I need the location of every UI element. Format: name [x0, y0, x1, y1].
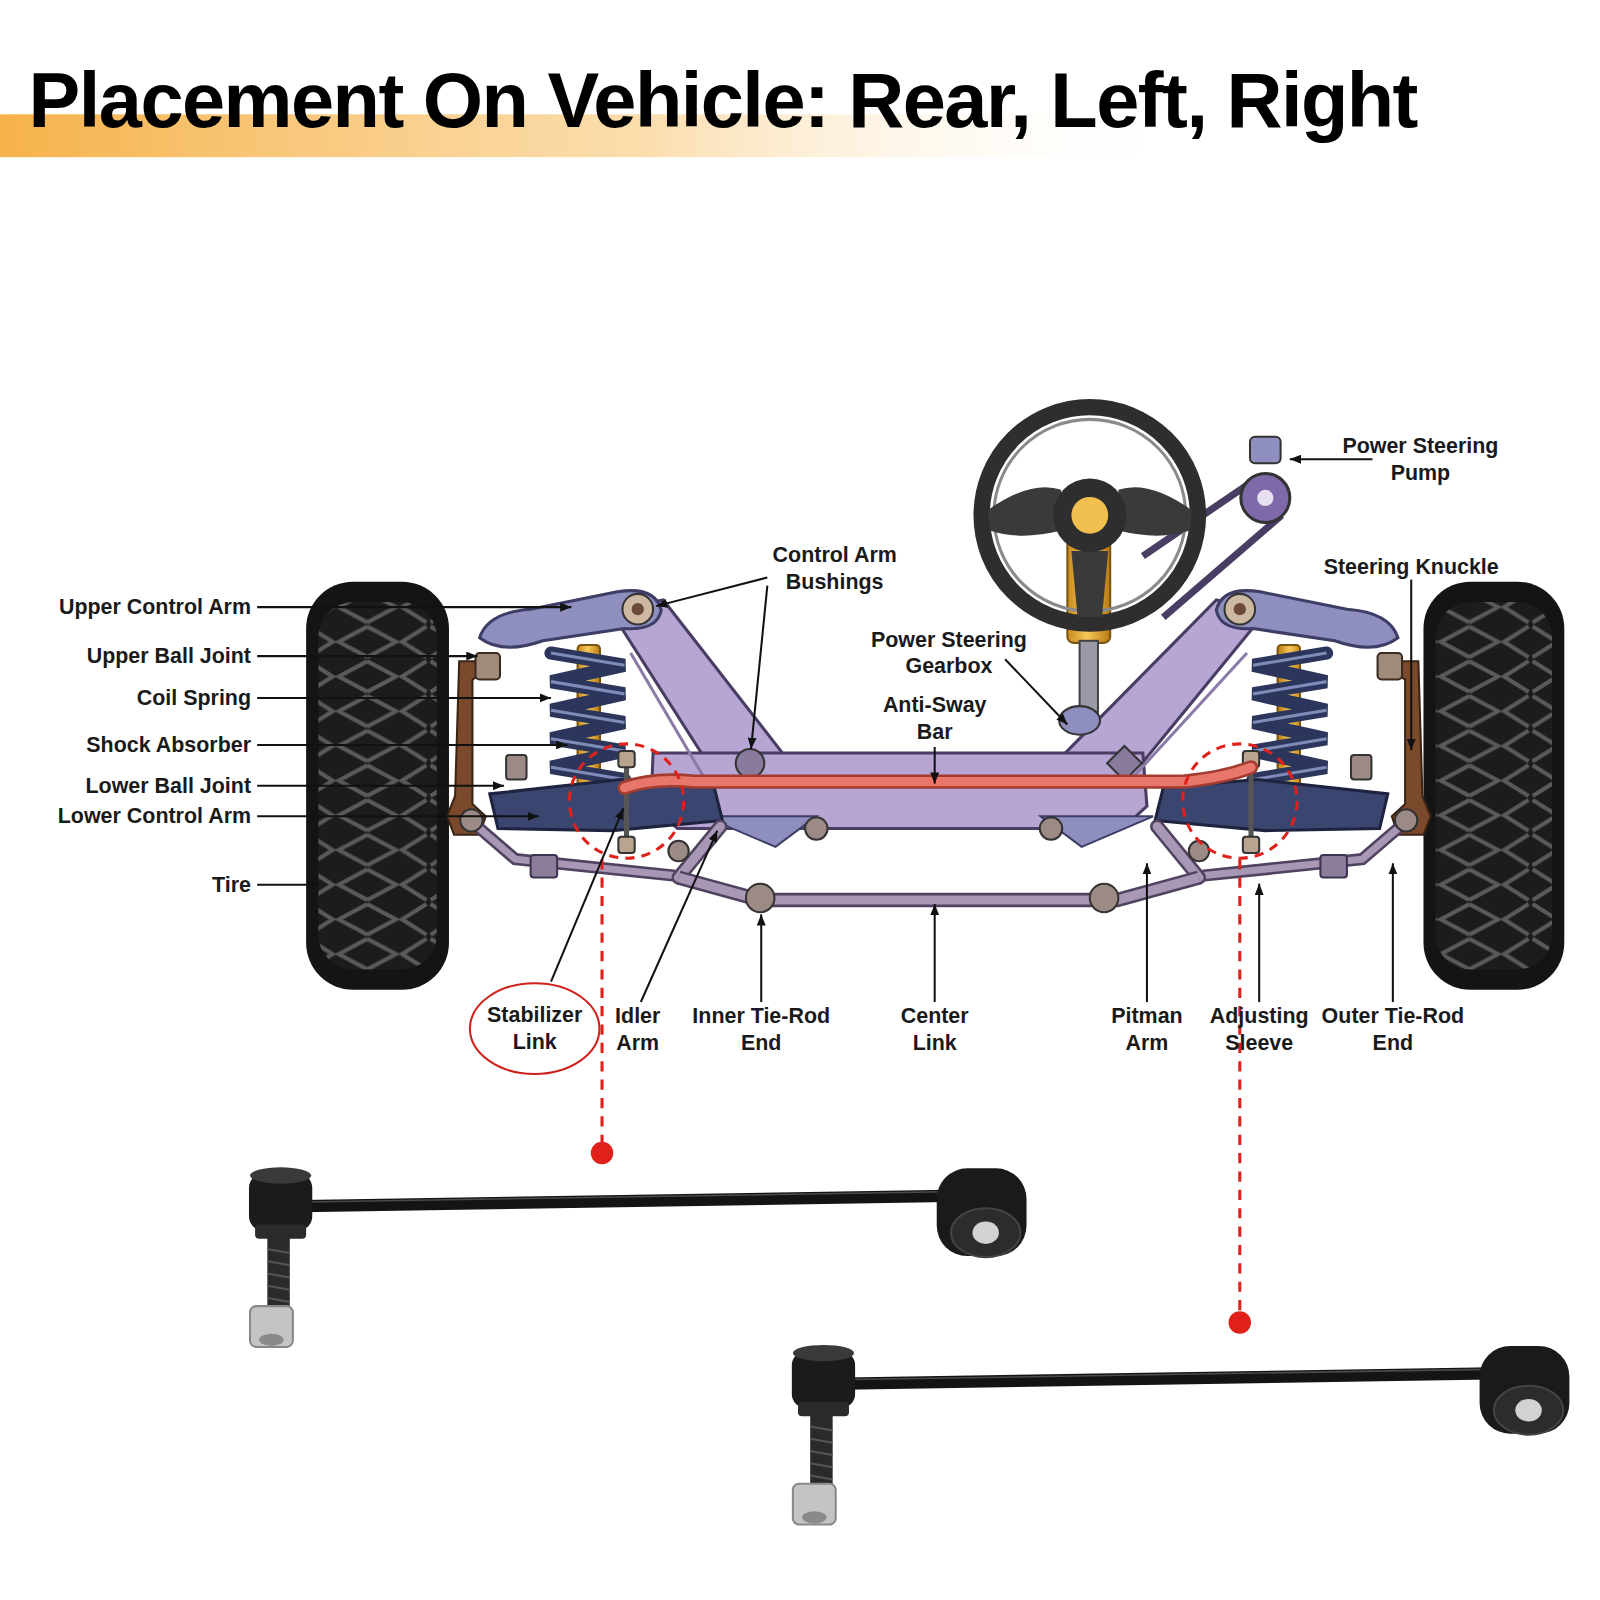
leader-line	[656, 578, 767, 607]
leader-line	[257, 655, 477, 657]
tire-tread	[1436, 602, 1552, 969]
node-outline	[468, 982, 601, 1076]
wheel-hub	[1053, 479, 1126, 552]
part-label: Outer Tie-Rod End	[1319, 1003, 1467, 1056]
stabilizer-link-left	[249, 1167, 1027, 1347]
frame-edge	[1133, 653, 1247, 777]
part-label: Upper Ball Joint	[6, 643, 251, 670]
leader-line	[641, 831, 718, 1002]
part-label: Tire	[6, 871, 251, 898]
leader-line	[257, 697, 551, 699]
leader-line	[934, 904, 936, 1002]
leader-lines	[257, 459, 1411, 1002]
tire	[1423, 582, 1564, 990]
leader-line	[1005, 659, 1067, 724]
part-label: Power Steering Gearbox	[855, 627, 1044, 680]
part-label: Adjusting Sleeve	[1198, 1003, 1320, 1056]
hub-center	[1071, 497, 1108, 534]
dashed-pointer	[1238, 859, 1241, 1312]
part-label: Steering Knuckle	[1299, 554, 1523, 581]
leader-line	[751, 586, 767, 749]
part-label: Power Steering Pump	[1323, 433, 1517, 486]
pump-pulley	[1257, 490, 1273, 506]
leader-line	[934, 747, 936, 784]
leader-line	[1392, 863, 1394, 1002]
part-label: Control Arm Bushings	[758, 542, 911, 595]
callout-ellipse: Stabilizer Link	[468, 982, 601, 1076]
inner-tie-rod-end	[746, 884, 775, 913]
steering-shaft	[1080, 641, 1098, 712]
leader-line	[257, 884, 318, 886]
pointer-dot	[1229, 1311, 1251, 1333]
pointer-dot	[591, 1142, 613, 1164]
pump-reservoir	[1250, 437, 1281, 464]
leader-line	[1410, 580, 1412, 750]
stabilizer-link-right	[792, 1345, 1570, 1525]
part-label: Lower Ball Joint	[6, 772, 251, 799]
power-steering-pump	[1241, 473, 1290, 522]
leader-line	[551, 808, 623, 981]
anti-sway-bar	[624, 767, 1251, 787]
right-corner	[1155, 591, 1431, 878]
leader-line	[760, 914, 762, 1002]
steering-gearbox	[1059, 706, 1100, 735]
part-label: Idler Arm	[597, 1003, 679, 1056]
leader-line	[1258, 884, 1260, 1002]
highlight-circle	[569, 744, 683, 858]
leader-line	[257, 744, 567, 746]
leader-line	[1146, 863, 1148, 1002]
node-text: Stabilizer Link	[479, 1002, 591, 1055]
left-corner	[447, 591, 723, 878]
dashed-pointer	[601, 859, 604, 1143]
leader-line	[257, 815, 539, 817]
bushing	[736, 749, 765, 778]
leader-line	[257, 785, 504, 787]
bolt	[805, 817, 827, 839]
red-ellipse	[470, 983, 600, 1074]
highlight-circle	[1183, 744, 1297, 858]
wheel-spokes	[988, 487, 1192, 617]
page-title: Placement On Vehicle: Rear, Left, Right	[29, 59, 1417, 141]
part-label: Lower Control Arm	[6, 803, 251, 830]
leader-line	[257, 606, 571, 608]
leader-line	[1290, 458, 1373, 460]
sway-bar-outline	[624, 767, 1251, 787]
steering-wheel	[982, 407, 1198, 623]
part-label: Pitman Arm	[1098, 1003, 1195, 1056]
part-label: Shock Absorber	[6, 732, 251, 759]
part-label: Inner Tie-Rod End	[687, 1003, 835, 1056]
part-label: Center Link	[889, 1003, 981, 1056]
part-label: Anti-Sway Bar	[873, 692, 995, 745]
part-label: Upper Control Arm	[6, 594, 251, 621]
inner-tie-rod-end	[1090, 884, 1119, 913]
bolt	[1040, 817, 1062, 839]
part-label: Coil Spring	[6, 685, 251, 712]
